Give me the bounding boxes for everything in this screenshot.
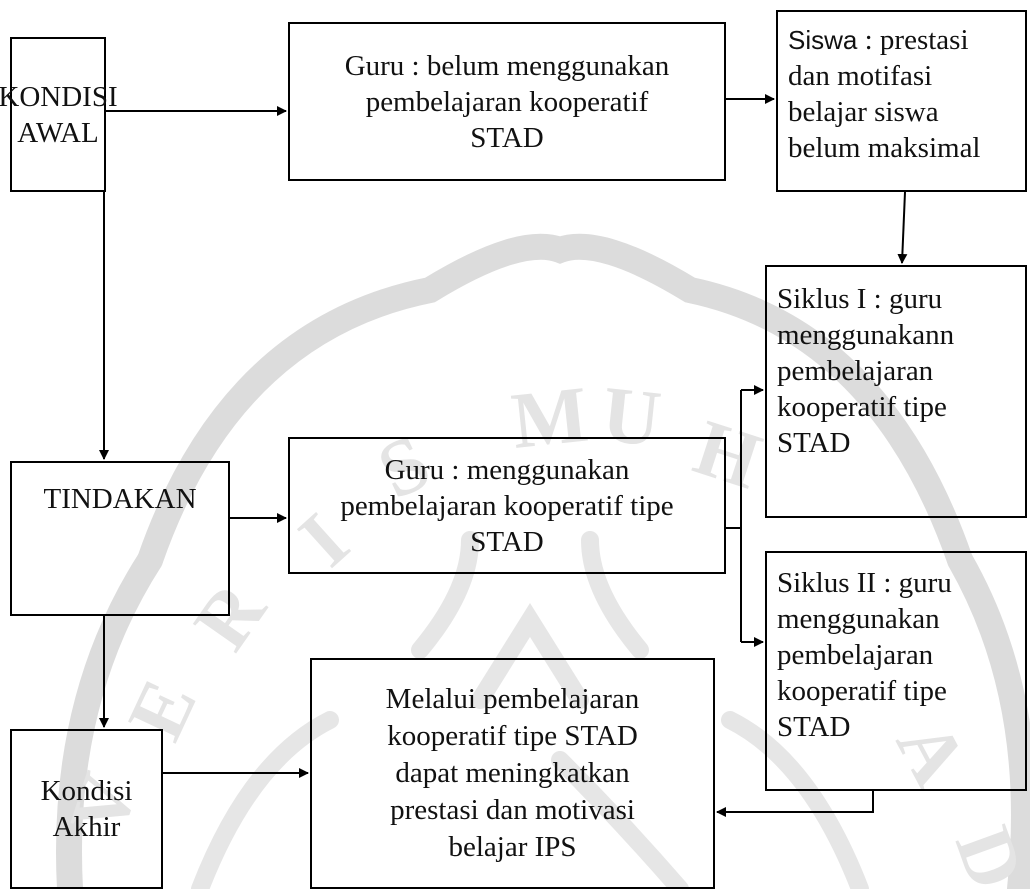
siswa-line-1-rest: : prestasi (857, 24, 969, 56)
siklus-1-box: Siklus I : guru menggunakann pembelajara… (765, 265, 1027, 518)
guru-tindakan-line-1: Guru : menggunakan (384, 453, 630, 486)
siklus-1-line-1: Siklus I : guru (777, 283, 943, 315)
arrow-siswa-to-siklus-1 (897, 191, 908, 264)
kondisi-akhir-line-2: Akhir (52, 811, 121, 843)
hasil-line-1: Melalui pembelajaran (385, 683, 640, 715)
connector-guru-to-siklus-branch (726, 390, 742, 642)
kondisi-awal-line-1: KONDISI (0, 80, 118, 113)
siswa-awal-box: Siswa : prestasi dan motifasi belajar si… (776, 10, 1027, 192)
hasil-line-4: prestasi dan motivasi (390, 794, 635, 826)
kondisi-awal-line-2: AWAL (17, 116, 99, 149)
siklus-2-box: Siklus II : guru menggunakan pembelajara… (765, 551, 1027, 791)
guru-awal-line-3: STAD (470, 121, 544, 154)
hasil-line-3: dapat meningkatkan (395, 757, 630, 789)
siklus-2-line-3: pembelajaran (777, 639, 934, 671)
tindakan-line-1: TINDAKAN (43, 483, 197, 515)
guru-awal-line-1: Guru : belum menggunakan (344, 49, 670, 82)
siklus-1-line-5: STAD (777, 427, 851, 459)
arrow-siklus-2-to-hasil (716, 791, 874, 817)
svg-text:M: M (508, 370, 592, 465)
siklus-1-line-2: menggunakann (777, 319, 955, 351)
siswa-awal-line-3: belajar siswa (788, 96, 939, 128)
guru-awal-box: Guru : belum menggunakan pembelajaran ko… (288, 22, 726, 181)
guru-awal-line-2: pembelajaran kooperatif (365, 85, 649, 118)
hasil-box: Melalui pembelajaran kooperatif tipe STA… (310, 658, 715, 889)
siklus-1-line-4: kooperatif tipe (777, 391, 947, 423)
hasil-line-2: kooperatif tipe STAD (387, 720, 638, 752)
tindakan-box: TINDAKAN (10, 461, 230, 616)
svg-text:U: U (598, 370, 665, 464)
siklus-2-line-5: STAD (777, 711, 851, 743)
kondisi-akhir-box: Kondisi Akhir (10, 729, 163, 889)
siswa-awal-line-4: belum maksimal (788, 132, 981, 164)
siklus-2-line-2: menggunakan (777, 603, 940, 635)
guru-tindakan-box: Guru : menggunakan pembelajaran kooperat… (288, 437, 726, 574)
siswa-word: Siswa (788, 25, 858, 55)
guru-tindakan-line-3: STAD (470, 525, 544, 558)
siswa-awal-line-2: dan motifasi (788, 60, 933, 92)
siklus-2-line-1: Siklus II : guru (777, 567, 952, 599)
kondisi-akhir-line-1: Kondisi (40, 775, 133, 807)
kondisi-awal-box: KONDISI AWAL (0, 37, 118, 192)
siswa-awal-line-1: Siswa : prestasi (788, 22, 969, 58)
siklus-1-line-3: pembelajaran (777, 355, 934, 387)
siklus-2-line-4: kooperatif tipe (777, 675, 947, 707)
guru-tindakan-line-2: pembelajaran kooperatif tipe (340, 489, 674, 522)
hasil-line-5: belajar IPS (448, 831, 577, 863)
